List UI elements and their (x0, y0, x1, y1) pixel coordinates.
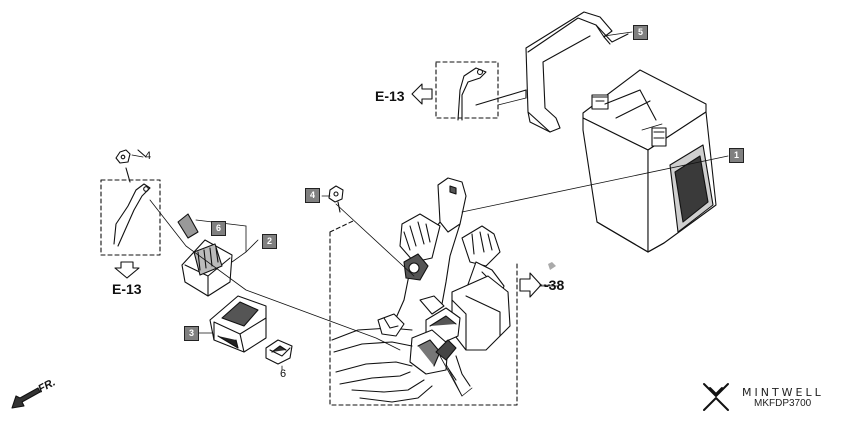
ref-box-battery-strap: 5 (633, 25, 648, 40)
e13-arrow-left (114, 261, 140, 279)
wire-harness-drawing (331, 177, 511, 403)
leader-lines (131, 31, 729, 397)
e38-arrow (519, 262, 556, 298)
ref-box-fuse-small: 6 (211, 221, 226, 236)
battery-strap-drawing (525, 11, 629, 133)
ref-box-relay-connector: 2 (262, 234, 277, 249)
ref-label-e13-left: E-13 (112, 281, 142, 297)
fuse-box-drawing (209, 295, 267, 353)
brand-logo-mark (703, 383, 729, 411)
brand-name: MINTWELL (742, 386, 824, 399)
relay-connector-drawing (177, 213, 233, 297)
upper-terminal-group (435, 61, 527, 121)
battery-drawing (582, 69, 717, 253)
left-terminal-group (100, 149, 161, 256)
ref-label-e38: -38 (544, 277, 565, 293)
fuse-small-drawing (265, 339, 293, 365)
ref-num-fuse-large: 6 (280, 368, 287, 380)
bolt-center-drawing (328, 185, 344, 213)
front-arrow (11, 387, 41, 409)
e13-arrow-top (411, 83, 433, 105)
ref-box-battery: 1 (729, 148, 744, 163)
ref-box-bolt-positive: 4 (305, 188, 320, 203)
ref-box-fuse-box: 3 (184, 326, 199, 341)
ref-num-bolt-negative: 4 (145, 150, 152, 162)
ref-label-e13-top: E-13 (375, 88, 405, 104)
diagram-code: MKFDP3700 (754, 398, 812, 409)
